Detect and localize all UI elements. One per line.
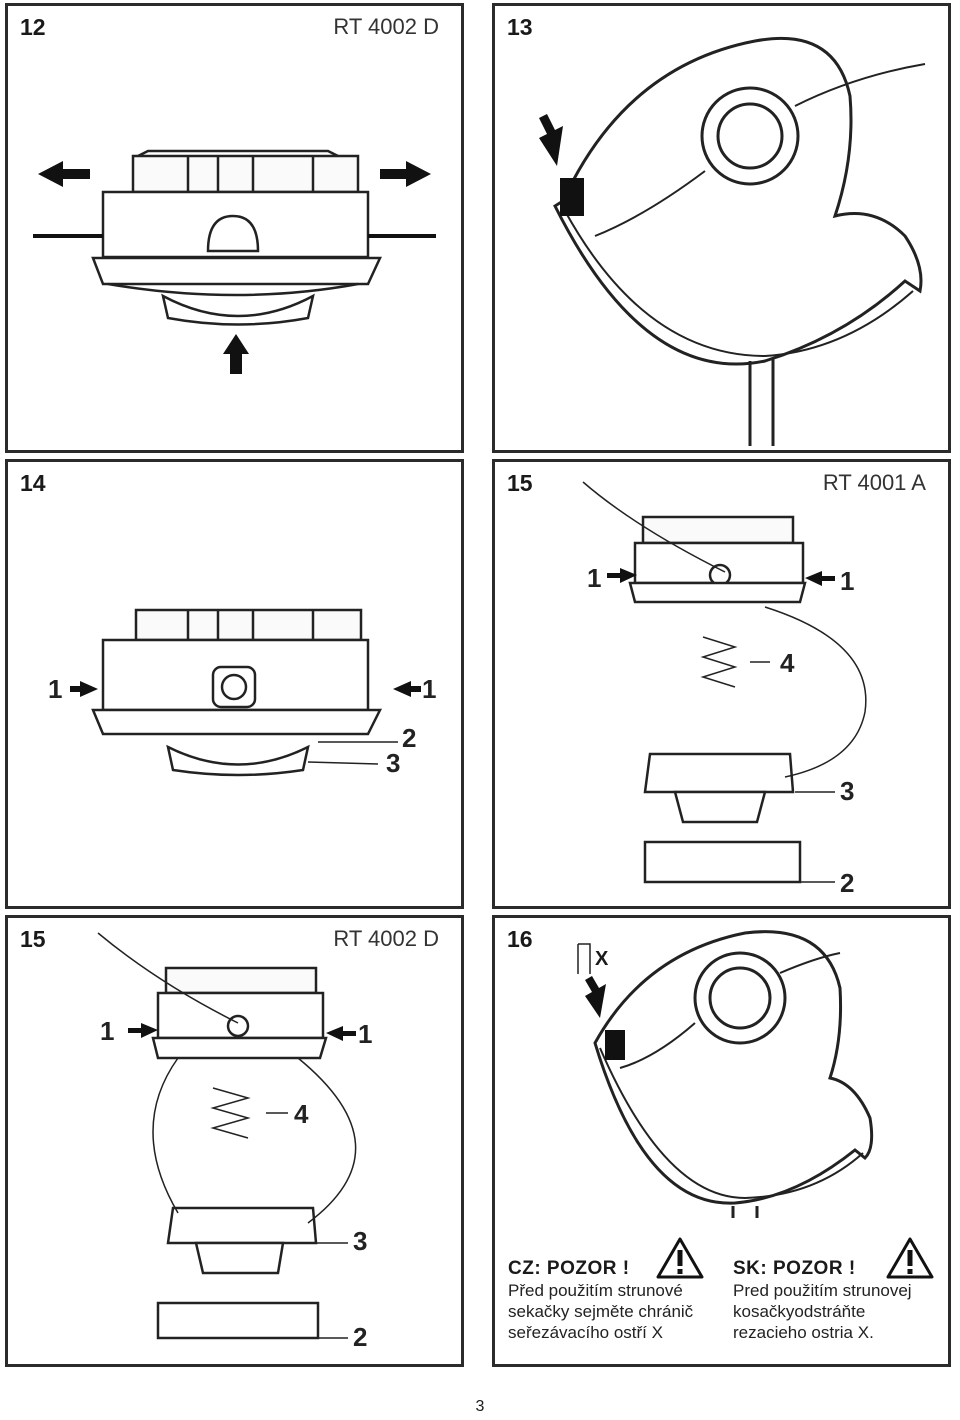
figure-panel-12: 12 RT 4002 D <box>5 3 464 453</box>
warning-sk-title: SK: POZOR ! <box>733 1258 856 1279</box>
warning-sk-body: Pred použitím strunovej kosačkyodstráňte… <box>733 1281 912 1342</box>
panel-number: 13 <box>507 14 533 40</box>
panel-model: RT 4001 A <box>822 470 926 495</box>
spool-exploded-illustration: 1 1 4 3 2 <box>97 932 372 1352</box>
part-label-3: 3 <box>353 1226 367 1256</box>
figure-panel-15-rt4002d: 15 RT 4002 D 1 1 4 3 2 <box>5 915 464 1367</box>
part-label-2: 2 <box>402 723 416 753</box>
part-label-3: 3 <box>386 748 400 778</box>
warning-cz-title: CZ: POZOR ! <box>508 1258 630 1279</box>
warning-cz: CZ: POZOR ! Před použitím strunové sekač… <box>508 1258 733 1343</box>
spool-head-illustration: 1 1 2 3 <box>48 608 436 778</box>
part-label-1-left: 1 <box>48 674 62 704</box>
panel-number: 15 <box>20 926 46 952</box>
part-label-4: 4 <box>294 1099 309 1129</box>
part-label-1-right: 1 <box>422 674 436 704</box>
panel-model: RT 4002 D <box>333 926 439 951</box>
part-label-1-left: 1 <box>587 563 601 593</box>
panel-number: 14 <box>20 470 46 496</box>
panel-number: 15 <box>507 470 533 496</box>
panel-model: RT 4002 D <box>333 14 439 39</box>
warning-triangle-icon <box>886 1237 934 1279</box>
blade-guard-illustration <box>577 930 874 1218</box>
part-label-1-right: 1 <box>358 1019 372 1049</box>
panel-number: 12 <box>20 14 46 40</box>
figure-panel-13: 13 <box>492 3 951 453</box>
blade-guard-illustration <box>539 36 926 446</box>
part-label-3: 3 <box>840 776 854 806</box>
panel-number: 16 <box>507 926 533 952</box>
dimension-x-label: X <box>595 948 609 970</box>
part-label-2: 2 <box>353 1322 367 1352</box>
part-label-4: 4 <box>780 648 795 678</box>
part-label-1-left: 1 <box>100 1016 114 1046</box>
part-label-1-right: 1 <box>840 566 854 596</box>
warning-triangle-icon <box>656 1237 704 1279</box>
figure-panel-14: 14 1 1 2 3 <box>5 459 464 909</box>
part-label-2: 2 <box>840 868 854 898</box>
warning-cz-body: Před použitím strunové sekačky sejměte c… <box>508 1281 694 1342</box>
figure-panel-15-rt4001a: 15 RT 4001 A 1 1 4 3 2 <box>492 459 951 909</box>
page-number: 3 <box>475 1398 485 1415</box>
trimmer-head-release-illustration <box>33 149 436 374</box>
warning-sk: SK: POZOR ! Pred použitím strunovej kosa… <box>733 1258 951 1343</box>
spool-exploded-illustration: 1 1 4 3 2 <box>582 481 867 898</box>
figure-panel-16: 16 X CZ: POZOR ! Před použitím strunové … <box>492 915 951 1367</box>
